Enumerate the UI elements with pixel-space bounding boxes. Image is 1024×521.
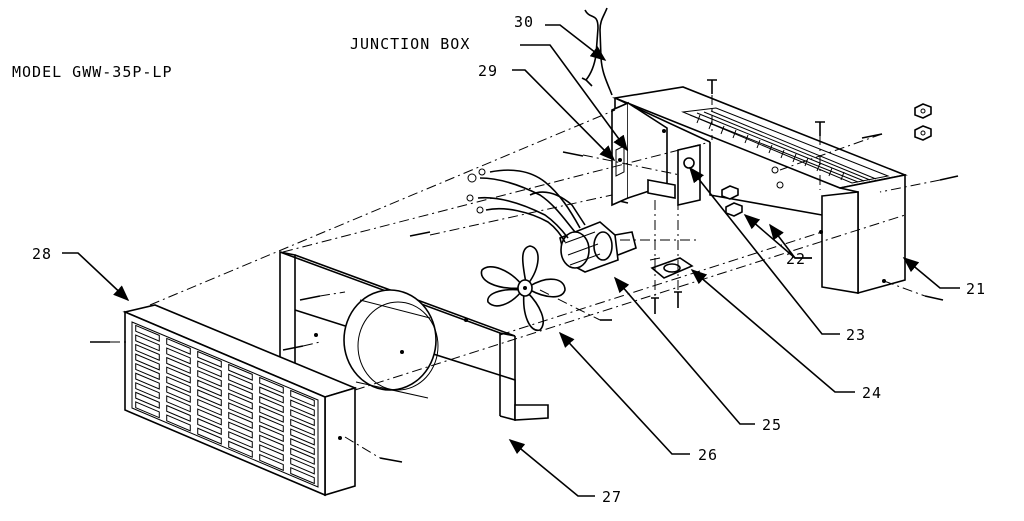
grille-louver-slot — [197, 369, 222, 388]
grille-louver-slot — [197, 360, 222, 378]
grille-louver-slot — [228, 411, 253, 430]
screw — [651, 297, 659, 314]
grille-louver-slot — [135, 343, 160, 361]
grille-louver-slot — [228, 402, 253, 420]
grille-louver-slot — [166, 356, 191, 375]
grille-louver-slot — [197, 417, 222, 436]
grille-louver-slot — [290, 409, 315, 427]
grille-louver-slot — [197, 350, 222, 368]
grille-louver-slot — [290, 437, 315, 456]
grille-louver-slot — [166, 395, 191, 413]
power-cord-part-30 — [581, 7, 613, 96]
front-grille-part-28 — [122, 304, 358, 497]
grille-louver-slot — [197, 398, 222, 416]
grille-louver-slot — [259, 434, 284, 452]
grille-louver-slot — [166, 366, 191, 384]
callout-numbers: 30 29 28 22 21 23 24 25 26 27 — [32, 13, 986, 506]
motor-mount-part-24 — [649, 257, 694, 279]
screw — [379, 457, 403, 463]
screw — [674, 291, 682, 308]
junction-box-part-29 — [611, 101, 676, 207]
grille-louver-slot — [290, 418, 315, 436]
fan-motor-part-25 — [466, 168, 637, 273]
grille-louver-slot — [197, 408, 222, 426]
grille-louver-slot — [197, 389, 222, 407]
grille-louver-slot — [197, 427, 222, 445]
grille-louver-slot — [166, 337, 191, 355]
grille-louver-slot — [290, 399, 315, 417]
fan-blade-part-26 — [480, 245, 566, 331]
grille-louver-slot — [135, 372, 160, 390]
fan-shroud-part-27 — [279, 251, 549, 422]
model-label: MODEL GWW-35P-LP — [12, 63, 173, 81]
grille-louver-slot — [166, 385, 191, 403]
rear-housing-part-21 — [612, 86, 908, 295]
grille-louver-slot — [166, 376, 191, 394]
grille-louver-slot — [135, 353, 160, 371]
callout-21: 21 — [966, 280, 986, 298]
grille-louver-slot — [259, 405, 284, 423]
screw — [707, 79, 717, 94]
screw — [282, 345, 304, 351]
grille-louver-slot — [228, 421, 253, 439]
grille-louver-slot — [135, 391, 160, 409]
grille-louver-slot — [135, 334, 160, 352]
grille-louver-slot — [290, 428, 315, 446]
grille-louver-slot — [135, 362, 160, 381]
grille-louver-slot — [259, 415, 284, 433]
grille-louver-slot — [228, 382, 253, 401]
grille-louver-slot — [135, 382, 160, 400]
grille-louver-slot — [228, 363, 253, 381]
control-bracket-part-23 — [677, 143, 701, 207]
grille-louver-slot — [166, 414, 191, 432]
grille-louver-slot — [228, 373, 253, 391]
callout-22: 22 — [786, 250, 806, 268]
callout-23: 23 — [846, 326, 866, 344]
callout-leaders — [62, 24, 960, 497]
screw — [924, 295, 944, 301]
grille-louver-slot — [259, 386, 284, 404]
grille-louver-slot — [135, 324, 160, 342]
callout-30: 30 — [514, 13, 534, 31]
screw — [815, 121, 825, 136]
grille-louver-slot — [259, 395, 284, 414]
screw — [939, 175, 959, 181]
screw — [562, 151, 584, 157]
screw — [299, 295, 321, 301]
junction-box-label: JUNCTION BOX — [350, 35, 470, 53]
grille-louver-slot — [228, 431, 253, 449]
grille-louver-slot — [166, 347, 191, 365]
assembly-lines — [110, 95, 941, 459]
grille-louver-slot — [290, 389, 315, 407]
screw — [409, 231, 431, 237]
callout-26: 26 — [698, 446, 718, 464]
grille-louver-slot — [135, 401, 160, 419]
grille-louver-slot — [290, 447, 315, 465]
grille-louver-slot — [166, 404, 191, 423]
callout-27: 27 — [602, 488, 622, 506]
grille-louver-slot — [259, 424, 284, 443]
grille-louver-slot — [290, 466, 315, 485]
callout-25: 25 — [762, 416, 782, 434]
grille-louver-slot — [290, 457, 315, 475]
callout-24: 24 — [862, 384, 882, 402]
grille-louver-slot — [197, 379, 222, 397]
callout-28: 28 — [32, 245, 52, 263]
grille-louver-slot — [259, 444, 284, 462]
grille-louver-slot — [228, 440, 253, 458]
grille-louver-slot — [259, 376, 284, 394]
grille-louver-slot — [228, 392, 253, 410]
grille-louver-slot — [259, 453, 284, 472]
callout-29: 29 — [478, 62, 498, 80]
